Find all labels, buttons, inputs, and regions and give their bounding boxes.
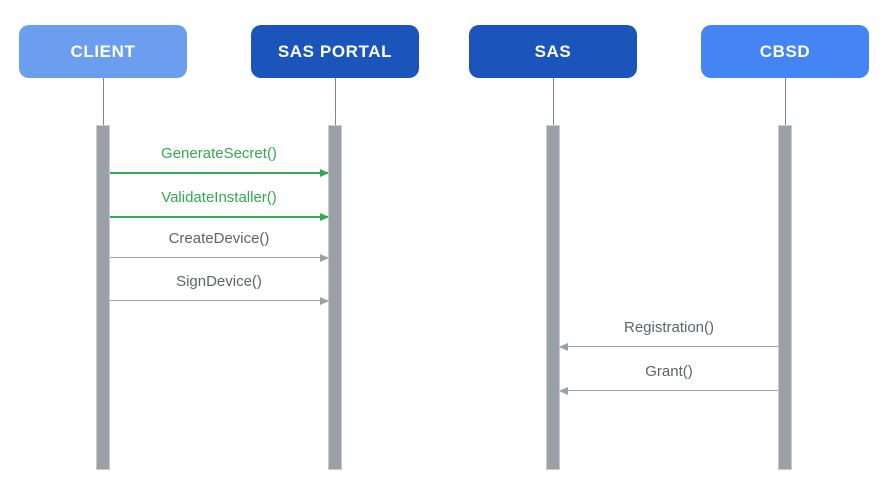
actor-label-sas: SAS <box>534 41 572 61</box>
activation-bar-client <box>96 125 110 470</box>
message-2: ValidateInstaller() <box>110 186 329 222</box>
lifeline-client <box>103 78 104 125</box>
arrowhead-icon <box>559 386 568 395</box>
arrowhead-icon <box>320 253 329 262</box>
message-1: GenerateSecret() <box>110 142 329 178</box>
actor-box-sas-portal: SAS PORTAL <box>251 25 419 78</box>
message-label: Registration() <box>623 319 715 336</box>
lifeline-sas <box>553 78 554 125</box>
actor-label-cbsd: CBSD <box>759 41 811 61</box>
arrowhead-icon <box>320 213 329 221</box>
arrowhead-icon <box>559 342 568 351</box>
actor-box-cbsd: CBSD <box>701 25 869 78</box>
actor-label-sas-portal: SAS PORTAL <box>277 41 393 61</box>
message-label: GenerateSecret() <box>161 145 277 162</box>
message-line <box>110 216 328 218</box>
actor-box-sas: SAS <box>469 25 637 78</box>
activation-bar-sas-portal <box>328 125 342 470</box>
activation-bar-cbsd <box>778 125 792 470</box>
message-line <box>560 390 778 391</box>
message-line <box>110 257 328 258</box>
message-3: CreateDevice() <box>110 227 329 263</box>
message-4: SignDevice() <box>110 270 329 306</box>
message-line <box>560 346 778 347</box>
message-label: Grant() <box>645 363 693 380</box>
arrowhead-icon <box>320 296 329 305</box>
activation-bar-sas <box>546 125 560 470</box>
message-line <box>110 172 328 174</box>
lifeline-cbsd <box>785 78 786 125</box>
message-label: SignDevice() <box>176 273 262 290</box>
message-6: Grant() <box>559 360 778 396</box>
actor-label-client: CLIENT <box>70 41 136 61</box>
message-label: ValidateInstaller() <box>161 189 277 206</box>
actor-box-client: CLIENT <box>19 25 187 78</box>
arrowhead-icon <box>320 169 329 177</box>
message-5: Registration() <box>559 316 778 352</box>
message-label: CreateDevice() <box>168 230 270 247</box>
message-line <box>110 300 328 301</box>
lifeline-sas-portal <box>335 78 336 125</box>
